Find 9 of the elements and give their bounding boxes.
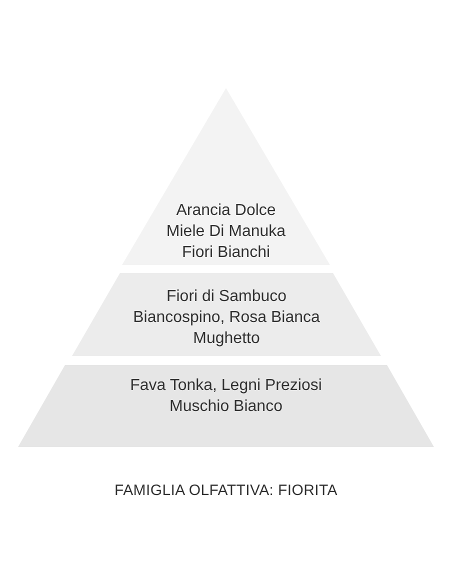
caption-text: FAMIGLIA OLFATTIVA: FIORITA [114,481,338,501]
note-text: Miele Di Manuka [166,222,286,242]
note-text: Fiori di Sambuco [166,287,287,307]
note-text: Fava Tonka, Legni Preziosi [130,376,322,396]
note-text: Muschio Bianco [170,397,282,417]
note-text: Fiori Bianchi [182,243,270,263]
note-text: Biancospino, Rosa Bianca [133,308,320,328]
note-text: Arancia Dolce [176,201,276,221]
note-text: Mughetto [193,329,260,349]
